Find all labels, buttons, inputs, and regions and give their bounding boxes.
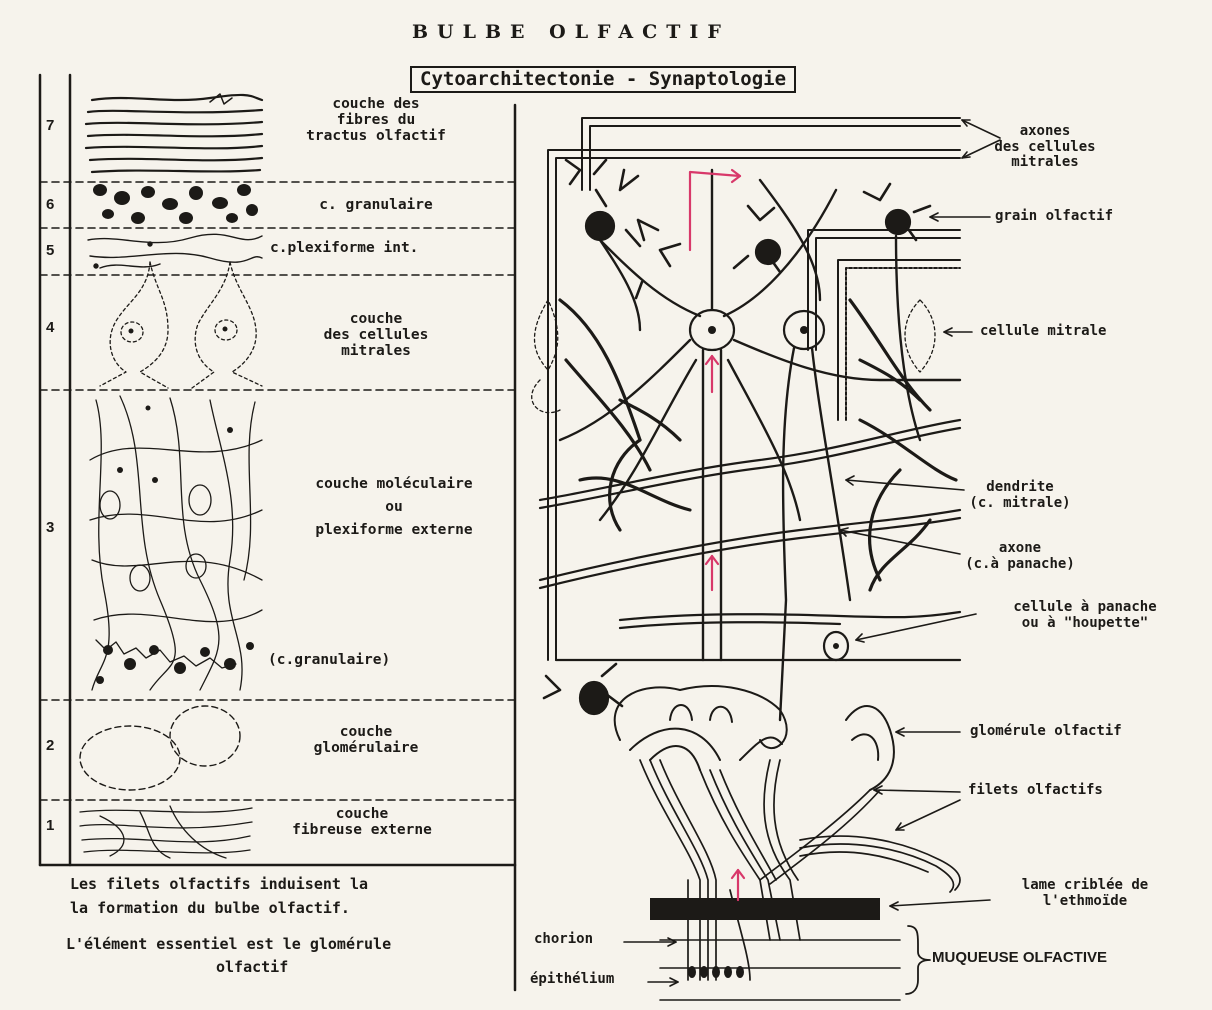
label-dendrite-line-2: (c. mitrale) xyxy=(945,496,1095,512)
label-filets-olfactifs: filets olfactifs xyxy=(968,783,1103,799)
long-axons xyxy=(540,420,960,660)
mitral-nuclei xyxy=(708,326,839,649)
label-axones-line-3: mitrales xyxy=(975,155,1115,171)
layer-7-line-2: fibres du xyxy=(276,112,476,128)
label-axone: axone (c.à panache) xyxy=(950,541,1090,572)
layer4-mitral-sketch xyxy=(100,262,262,388)
layer-1-line-2: fibreuse externe xyxy=(262,822,462,838)
layer7-fibre-sketch xyxy=(86,94,262,172)
layer-number-5: 5 xyxy=(46,243,54,260)
label-cellule-mitrale: cellule mitrale xyxy=(980,324,1106,340)
note-line-2: la formation du bulbe olfactif. xyxy=(70,900,350,917)
note-line-4: olfactif xyxy=(216,959,288,976)
layer-5-label: c.plexiforme int. xyxy=(270,240,418,256)
muqueuse-brace xyxy=(906,926,930,994)
cribriform-plate xyxy=(650,898,880,920)
note-line-1: Les filets olfactifs induisent la xyxy=(70,876,368,893)
layer-3-label: couche moléculaire ou plexiforme externe xyxy=(276,476,512,539)
label-epithelium: épithélium xyxy=(530,972,614,988)
layer-number-3: 3 xyxy=(46,520,54,537)
flow-highlight-arrows xyxy=(690,170,744,900)
layer-4-label: couche des cellules mitrales xyxy=(276,311,476,360)
label-panache-line-2: ou à "houpette" xyxy=(978,616,1192,632)
mucosa-lines xyxy=(660,940,900,1000)
layer-3-line-2: ou xyxy=(276,499,512,515)
layer-number-6: 6 xyxy=(46,197,54,214)
layer-2-label: couche glomérulaire xyxy=(276,724,456,756)
layer-3-extra-label: (c.granulaire) xyxy=(268,652,390,668)
note-line-3: L'élément essentiel est le glomérule xyxy=(66,936,391,953)
layer-1-line-1: couche xyxy=(262,806,462,822)
layer1-fibrous-sketch xyxy=(80,806,252,858)
layer3-molecular-sketch xyxy=(90,396,262,690)
label-axones: axones des cellules mitrales xyxy=(975,124,1115,171)
layer2-glomeruli-sketch xyxy=(80,706,240,790)
label-cellule-panache: cellule à panache ou à "houpette" xyxy=(978,600,1192,631)
layer5-plexiform-sketch xyxy=(88,234,262,268)
label-axone-line-2: (c.à panache) xyxy=(950,557,1090,573)
label-glomerule-olfactif: glomérule olfactif xyxy=(970,724,1122,740)
layer-1-label: couche fibreuse externe xyxy=(262,806,462,838)
label-lame-line-1: lame criblée de xyxy=(990,878,1180,894)
label-muqueuse-olfactive: MUQUEUSE OLFACTIVE xyxy=(932,950,1107,967)
page-subtitle: Cytoarchitectonie - Synaptologie xyxy=(410,66,796,93)
label-arrows xyxy=(624,120,1000,986)
layer-4-line-2: des cellules xyxy=(276,327,476,343)
layer-number-1: 1 xyxy=(46,818,54,835)
layer-4-line-3: mitrales xyxy=(276,343,476,359)
layer6-granule-sketch xyxy=(93,184,258,224)
label-lame-line-2: l'ethmoïde xyxy=(990,894,1180,910)
label-lame-criblee: lame criblée de l'ethmoïde xyxy=(990,878,1180,909)
page-title: BULBE OLFACTIF xyxy=(412,22,730,43)
layer-number-7: 7 xyxy=(46,118,54,135)
label-axones-line-1: axones xyxy=(975,124,1115,140)
layer-number-2: 2 xyxy=(46,738,54,755)
layer-7-label: couche des fibres du tractus olfactif xyxy=(276,96,476,145)
label-dendrite: dendrite (c. mitrale) xyxy=(945,480,1095,511)
dashed-cell xyxy=(532,300,935,413)
label-axone-line-1: axone xyxy=(950,541,1090,557)
layer-2-line-2: glomérulaire xyxy=(276,740,456,756)
label-grain-olfactif: grain olfactif xyxy=(995,209,1113,225)
layer-2-line-1: couche xyxy=(276,724,456,740)
label-chorion: chorion xyxy=(534,932,593,948)
label-axones-line-2: des cellules xyxy=(975,140,1115,156)
layer-7-line-1: couche des xyxy=(276,96,476,112)
axon-rails xyxy=(548,118,960,660)
label-dendrite-line-1: dendrite xyxy=(945,480,1095,496)
layer-3-line-1: couche moléculaire xyxy=(276,476,512,492)
layer-4-line-1: couche xyxy=(276,311,476,327)
label-panache-line-1: cellule à panache xyxy=(978,600,1192,616)
olfactory-filets xyxy=(640,760,960,980)
layer-6-label: c. granulaire xyxy=(276,197,476,213)
layer-7-line-3: tractus olfactif xyxy=(276,128,476,144)
dendritic-network xyxy=(560,300,956,590)
layer-3-line-3: plexiforme externe xyxy=(276,522,512,538)
layer-number-4: 4 xyxy=(46,320,54,337)
